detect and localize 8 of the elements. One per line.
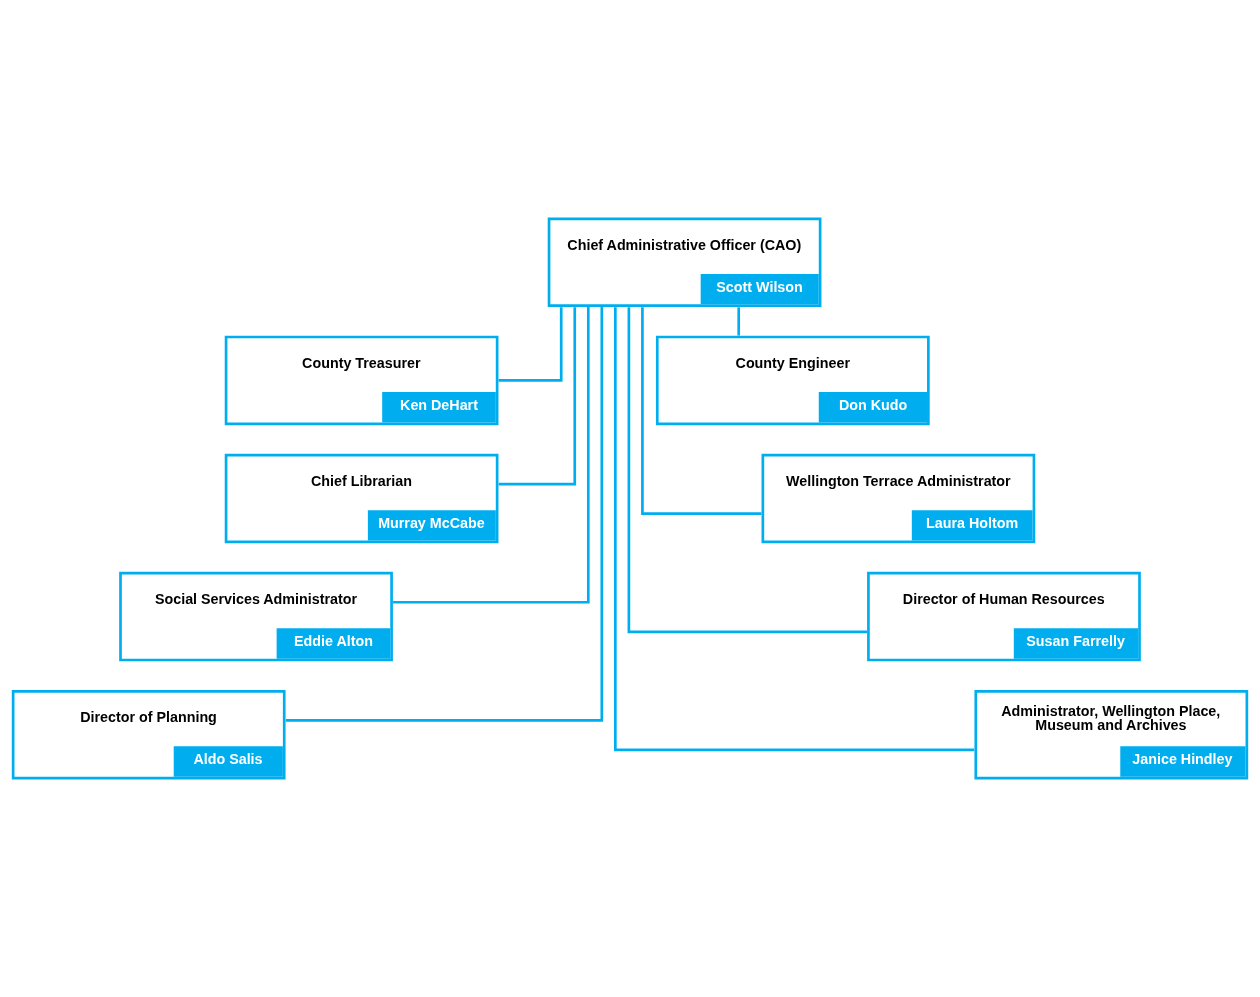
connector [627, 307, 867, 634]
connector [614, 307, 975, 752]
connector [498, 307, 563, 382]
connector [498, 307, 577, 486]
connector [737, 307, 741, 336]
connector [393, 307, 590, 604]
connector [641, 307, 762, 516]
connector [285, 307, 604, 722]
